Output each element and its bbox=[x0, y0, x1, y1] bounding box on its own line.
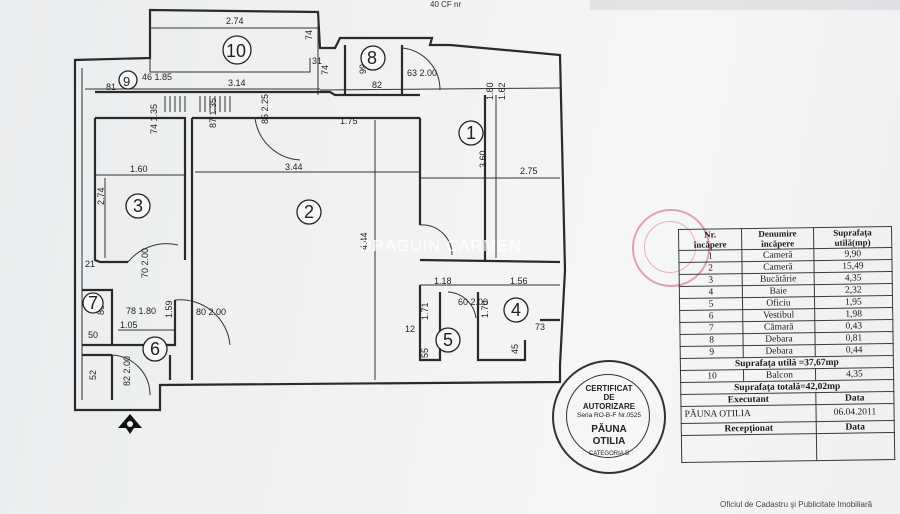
dim-label: 70 2.00 bbox=[140, 248, 150, 278]
room-number: 9 bbox=[123, 74, 130, 89]
dim-label: 87 1.35 bbox=[208, 98, 218, 128]
dim-label: 1.70 bbox=[480, 300, 490, 318]
dimension-lines bbox=[85, 27, 560, 380]
room-marker bbox=[118, 70, 138, 90]
authorization-stamp: CERTIFICAT DE AUTORIZARE Seria RO-B-F Nr… bbox=[552, 360, 666, 474]
room-marker bbox=[142, 336, 168, 362]
table-header: Denumire încăpere bbox=[741, 227, 814, 250]
dim-label: 1.56 bbox=[510, 276, 528, 286]
room4-wall bbox=[418, 285, 560, 362]
room-number: 3 bbox=[133, 196, 143, 216]
stamp-line: Seria RO-B-F Nr.0525 bbox=[577, 412, 641, 419]
room-marker bbox=[458, 120, 484, 146]
room-number: 7 bbox=[88, 293, 98, 313]
room-number: 10 bbox=[226, 41, 246, 61]
dim-label: 45 bbox=[510, 344, 520, 354]
room-number: 8 bbox=[367, 48, 377, 68]
table-header: Suprafaţa utilă(mp) bbox=[813, 226, 892, 249]
room-marker bbox=[125, 193, 151, 219]
dim-label: 46 1.85 bbox=[142, 72, 172, 82]
receptionat-empty-row bbox=[681, 432, 895, 463]
dim-label: 1.05 bbox=[120, 320, 138, 330]
room-number: 1 bbox=[466, 123, 476, 143]
dim-label: 2.75 bbox=[520, 166, 538, 176]
dim-label: 85 2.25 bbox=[260, 94, 270, 124]
watermark-text: DRAGUIN CARMEN bbox=[360, 238, 522, 255]
hatch-marks bbox=[164, 96, 231, 112]
room8-wall bbox=[343, 45, 404, 95]
dim-label: 1.62 bbox=[497, 82, 507, 100]
header-fragment: 40 CF nr bbox=[430, 0, 462, 9]
door-arcs bbox=[111, 47, 477, 396]
footer-note: Oficiul de Cadastru şi Publicitate Imobi… bbox=[720, 500, 873, 509]
dim-label: 3.44 bbox=[285, 162, 303, 172]
dim-label: 74 1.35 bbox=[149, 104, 159, 134]
stamp-line: CERTIFICAT bbox=[585, 384, 633, 393]
dim-label: 50 bbox=[88, 330, 98, 340]
red-seal bbox=[632, 209, 710, 287]
dim-label: 60 2.00 bbox=[458, 297, 488, 307]
entrance-arrow-icon bbox=[118, 414, 142, 434]
stamp-line: DE bbox=[603, 393, 615, 402]
dim-label: 74 bbox=[320, 65, 330, 75]
room-marker bbox=[82, 292, 104, 314]
stamp-line: AUTORIZARE bbox=[582, 402, 636, 411]
dim-label: 78 1.80 bbox=[126, 306, 156, 316]
dim-label: 1.71 bbox=[420, 302, 430, 320]
dim-label: 99 bbox=[358, 64, 368, 74]
room-number: 4 bbox=[511, 300, 521, 320]
dim-label: 73 bbox=[535, 322, 545, 332]
dim-label: 21 bbox=[85, 259, 95, 269]
areas-table: Nr. încăpere Denumire încăpere Suprafaţa… bbox=[678, 226, 895, 463]
stamp-line: CATEGORIA B bbox=[588, 451, 630, 457]
stamp-line: PĂUNA bbox=[591, 424, 627, 435]
room6-wall bbox=[82, 288, 177, 400]
dim-label: 80 2.00 bbox=[196, 307, 226, 317]
dim-label: 82 2.00 bbox=[122, 356, 132, 386]
dim-label: 74 bbox=[304, 30, 314, 40]
dim-label: 31 bbox=[312, 56, 322, 66]
room-marker bbox=[222, 35, 252, 65]
dim-label: 55 bbox=[420, 348, 430, 358]
balcony-wall bbox=[149, 12, 319, 95]
dim-label: 4.44 bbox=[359, 232, 369, 250]
stamp-line: OTILIA bbox=[592, 436, 626, 447]
dim-label: 2.74 bbox=[226, 16, 244, 26]
dim-label: 3.14 bbox=[228, 78, 246, 88]
room-number: 6 bbox=[150, 339, 160, 359]
dim-label: 1.80 bbox=[485, 82, 495, 100]
corridor-wall bbox=[95, 90, 420, 97]
dim-label: 82 bbox=[372, 80, 382, 90]
room3-wall bbox=[93, 116, 187, 264]
room-marker bbox=[360, 45, 386, 71]
room-marker bbox=[296, 199, 322, 225]
dim-label: 1.18 bbox=[434, 276, 452, 286]
dim-label: 81 bbox=[106, 82, 116, 92]
table-header: Nr. încăpere bbox=[678, 228, 742, 251]
outer-wall bbox=[73, 8, 567, 412]
dim-label: 3.60 bbox=[478, 150, 488, 168]
dim-label: 12 bbox=[405, 324, 415, 334]
room-marker bbox=[503, 297, 529, 323]
paper-edge bbox=[590, 0, 900, 10]
dim-label: 52 bbox=[88, 370, 98, 380]
dim-label: 1.60 bbox=[130, 164, 148, 174]
room-number: 2 bbox=[304, 202, 314, 222]
dim-label: 63 2.00 bbox=[407, 68, 437, 78]
room-marker bbox=[435, 327, 461, 353]
dim-label: 1.59 bbox=[164, 300, 174, 318]
dim-label: 1.75 bbox=[340, 116, 358, 126]
room-number: 5 bbox=[443, 330, 453, 350]
dim-label: 2.74 bbox=[96, 187, 106, 205]
